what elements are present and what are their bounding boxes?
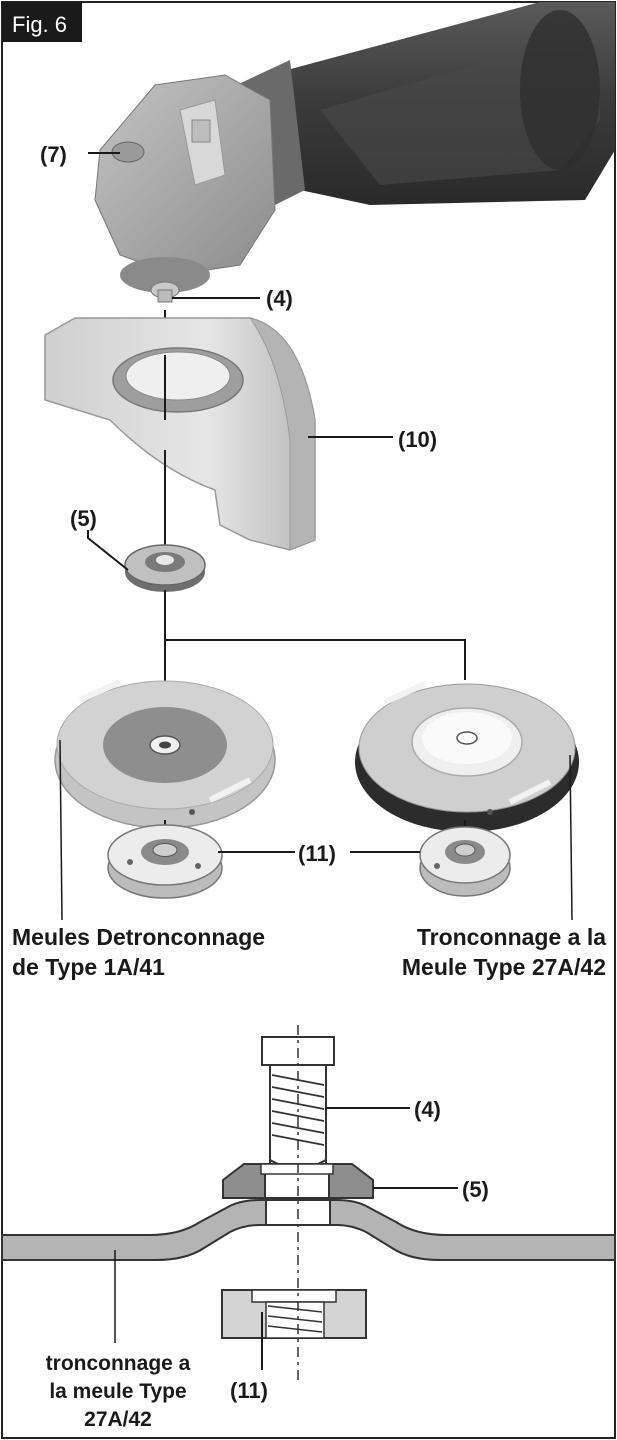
cutoff-wheel-type-1a-41 bbox=[54, 679, 276, 829]
outer-flange-right bbox=[419, 826, 511, 897]
callout-5-bottom: (5) bbox=[462, 1177, 489, 1202]
figure-label: Fig. 6 bbox=[12, 12, 67, 37]
callout-4-top: (4) bbox=[266, 286, 293, 311]
cross-section bbox=[1, 1036, 616, 1339]
caption-left-line1: Meules Detronconnage bbox=[12, 924, 265, 950]
caption-bottom-line1: tronconnage a bbox=[46, 1352, 191, 1375]
caption-right-line2: Meule Type 27A/42 bbox=[402, 954, 606, 980]
caption-bottom-line2: la meule Type bbox=[49, 1380, 186, 1403]
grinder-gear-head bbox=[94, 74, 276, 276]
inner-flange-top bbox=[124, 544, 206, 592]
caption-right-line1: Tronconnage a la bbox=[417, 924, 606, 950]
callout-7: (7) bbox=[40, 142, 67, 167]
grinder-hub bbox=[120, 257, 210, 293]
figure-badge: Fig. 6 bbox=[2, 2, 82, 42]
callout-5-top: (5) bbox=[70, 506, 97, 531]
wheel-section bbox=[1, 1199, 616, 1261]
callout-10: (10) bbox=[398, 427, 437, 452]
outer-flange-left bbox=[107, 824, 223, 899]
wheel-guard bbox=[44, 317, 316, 551]
caption-left-line2: de Type 1A/41 bbox=[12, 954, 165, 980]
caption-bottom-line3: 27A/42 bbox=[84, 1408, 152, 1431]
callout-11-bottom: (11) bbox=[230, 1378, 268, 1403]
depressed-wheel-type-27a-42 bbox=[355, 681, 579, 832]
callout-11-top: (11) bbox=[298, 841, 336, 866]
callout-4-bottom: (4) bbox=[414, 1097, 441, 1122]
angle-grinder bbox=[94, 2, 615, 303]
